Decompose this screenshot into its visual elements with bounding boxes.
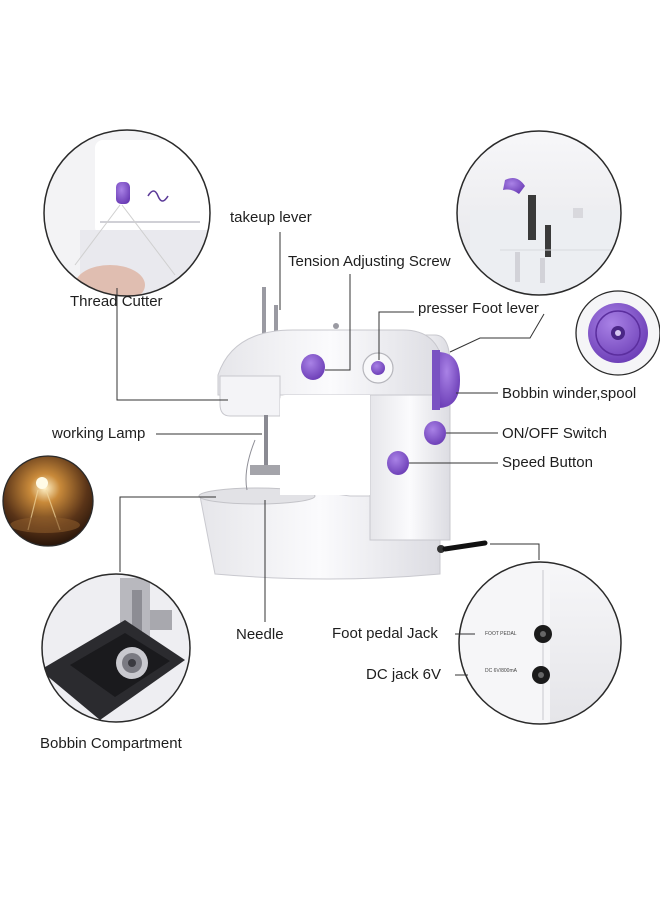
working-lamp-photo — [2, 455, 94, 547]
label-bobbin-winder: Bobbin winder,spool — [502, 385, 637, 402]
label-tension-screw: Tension Adjusting Screw — [288, 253, 451, 270]
panel-print-dc: DC 6V/800mA — [485, 668, 517, 674]
sewing-machine — [198, 287, 488, 580]
label-presser-foot-lever: presser Foot lever — [418, 300, 539, 317]
back-panel-detail — [458, 561, 622, 725]
label-dc-jack: DC jack 6V — [366, 666, 442, 683]
leader-lines — [116, 232, 545, 676]
label-working-lamp: working Lamp — [52, 425, 146, 442]
label-on-off-switch: ON/OFF Switch — [502, 425, 608, 442]
label-thread-cutter: Thread Cutter — [70, 293, 163, 310]
panel-print-foot-pedal: FOOT PEDAL — [485, 631, 517, 637]
label-bobbin-compartment: Bobbin Compartment — [40, 735, 182, 752]
label-takeup-lever: takeup lever — [230, 209, 312, 226]
bobbin-winder-detail — [575, 290, 660, 376]
presser-foot-detail — [456, 130, 622, 296]
bobbin-compartment-detail — [41, 573, 191, 723]
label-foot-pedal-jack: Foot pedal Jack — [332, 625, 438, 642]
label-speed-button: Speed Button — [502, 454, 593, 471]
label-needle: Needle — [236, 626, 284, 643]
thread-cutter-detail — [43, 129, 211, 297]
